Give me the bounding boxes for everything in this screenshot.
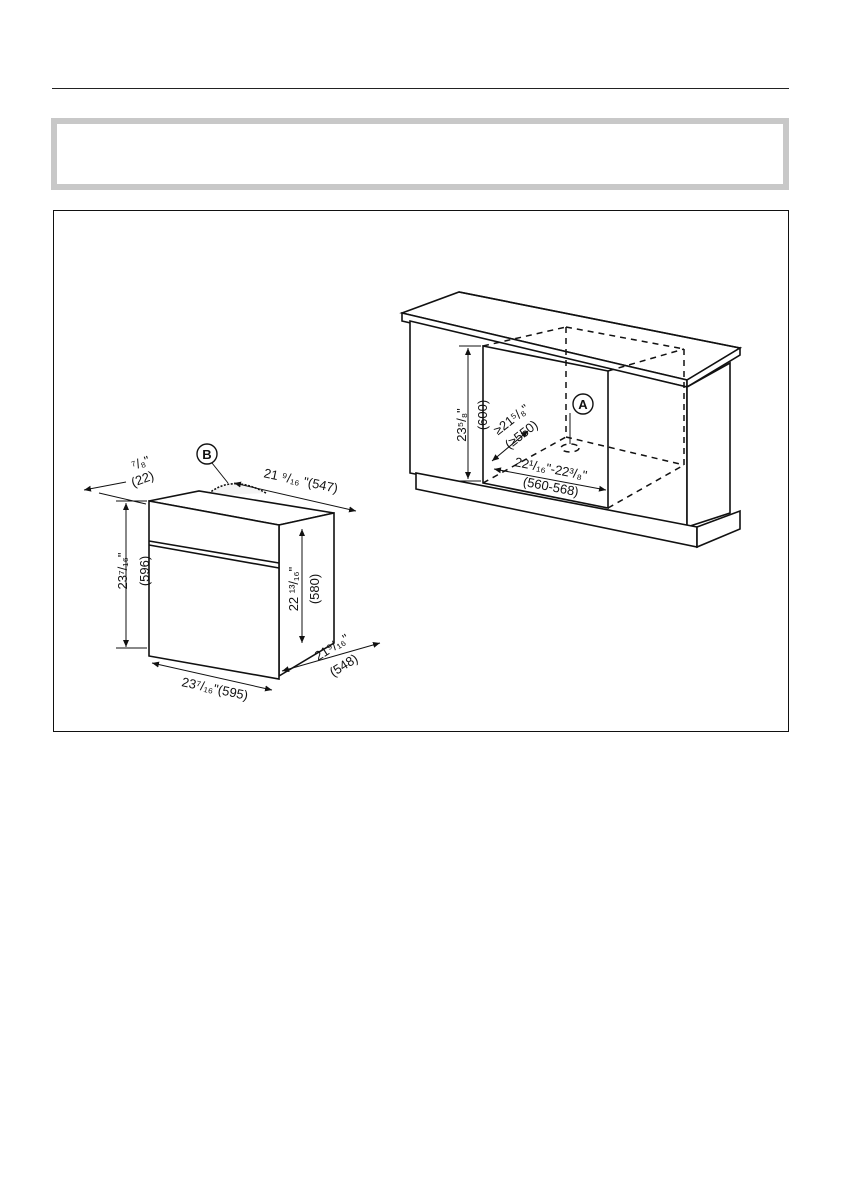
oven-front-panel xyxy=(149,501,279,679)
oven-front-height-label: 23⁷/₁₆" xyxy=(115,552,130,589)
oven-front-width-label: 23⁷/₁₆"(595) xyxy=(180,674,249,703)
oven-body-height-label: 22 ¹³/₁₆" xyxy=(286,566,301,611)
callout-b-label: B xyxy=(202,447,211,462)
callout-b: B xyxy=(197,444,228,483)
cabinet-illustration xyxy=(402,292,740,547)
installation-dimensions-figure: A 23⁵/₈" (600) ≥21⁵/₈" (≥550) 22¹/₁₆"-22… xyxy=(53,210,789,732)
section-heading-banner xyxy=(51,118,789,190)
oven-body-height-mm-label: (580) xyxy=(307,574,322,604)
header-rule xyxy=(52,88,789,89)
niche-height-label: 23⁵/₈" xyxy=(454,408,469,442)
section-heading-box xyxy=(57,124,783,184)
callout-a-label: A xyxy=(578,397,588,412)
dimensions-drawing: A 23⁵/₈" (600) ≥21⁵/₈" (≥550) 22¹/₁₆"-22… xyxy=(54,211,790,733)
oven-side-depth-label: 21 ⁹/₁₆ "(547) xyxy=(262,465,339,495)
oven-front-height-mm-label: (596) xyxy=(137,556,152,586)
niche-height-mm-label: (600) xyxy=(475,400,490,430)
cabinet-side xyxy=(687,363,730,527)
